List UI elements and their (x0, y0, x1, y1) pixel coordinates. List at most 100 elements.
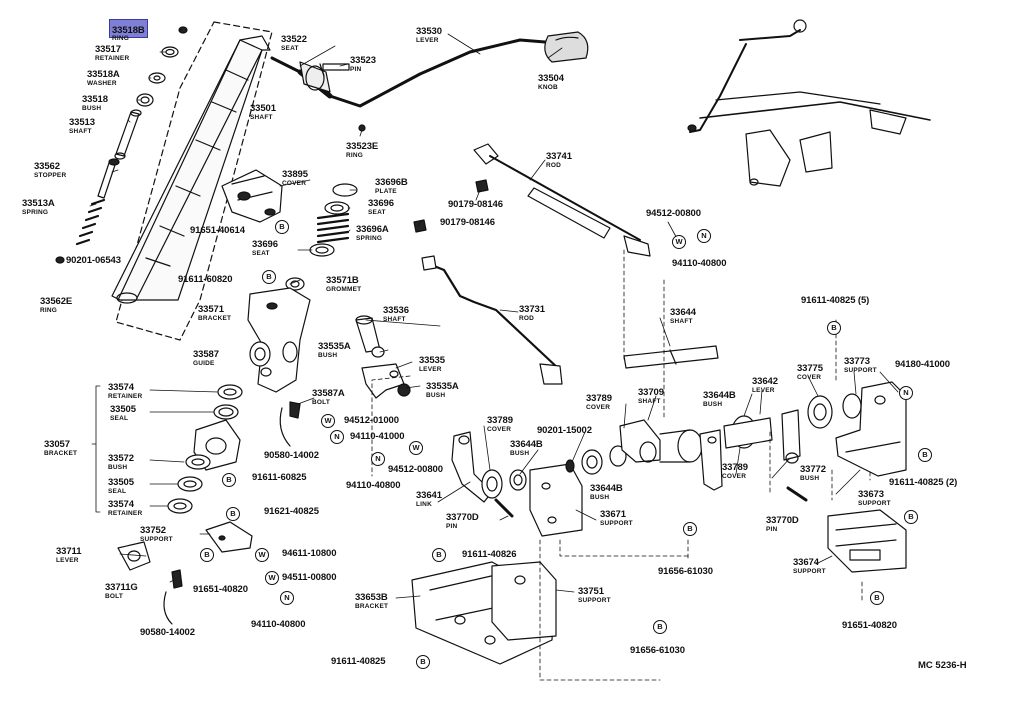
part-label-94180-41000[interactable]: 94180-41000 (895, 359, 950, 370)
cover-33789-b (659, 429, 703, 463)
part-label-94110-41000[interactable]: 94110-41000 (350, 431, 405, 442)
part-label-90201-15002[interactable]: 90201-15002 (537, 425, 592, 436)
part-label-94611-10800[interactable]: 94611-10800 (282, 548, 337, 559)
lever-33535 (361, 363, 405, 399)
part-label-94110-40800-a[interactable]: 94110-40800 (672, 258, 727, 269)
part-label-90179-08146-b[interactable]: 90179-08146 (440, 217, 495, 228)
part-label-90580-14002-a[interactable]: 90580-14002 (264, 450, 319, 461)
part-label-94512-00800-b[interactable]: 94512-00800 (388, 464, 443, 475)
part-label-91651-40820-a[interactable]: 91651-40820 (193, 584, 248, 595)
part-label-91611-60820[interactable]: 91611-60820 (178, 274, 233, 285)
plate-33696B (332, 183, 358, 197)
part-label-91656-61030-a[interactable]: 91656-61030 (658, 566, 713, 577)
part-label-94512-01000[interactable]: 94512-01000 (344, 415, 399, 426)
lever-33711 (117, 541, 151, 571)
part-label-91656-61030-b[interactable]: 91656-61030 (630, 645, 685, 656)
part-label-91611-40825[interactable]: 91611-40825 (331, 656, 386, 667)
part-label-94110-40800-c[interactable]: 94110-40800 (251, 619, 306, 630)
part-label-91651-40614[interactable]: 91651-40614 (190, 225, 245, 236)
column-shaft-33501 (111, 35, 271, 304)
part-label-94512-00800-a[interactable]: 94512-00800 (646, 208, 701, 219)
pin-90580-14002-b (163, 591, 173, 625)
shaft-33644 (623, 345, 719, 369)
part-label-94110-40800-b[interactable]: 94110-40800 (346, 480, 401, 491)
stopper-33562 (97, 158, 120, 199)
part-label-91611-40826[interactable]: 91611-40826 (462, 549, 517, 560)
part-label-91611-60825[interactable]: 91611-60825 (252, 472, 307, 483)
diagram-code: MC 5236-H (918, 660, 967, 671)
part-label-91611-40825-2[interactable]: 91611-40825 (2) (889, 477, 958, 488)
bolt-marker: B (918, 448, 932, 462)
part-label-90580-14002-b[interactable]: 90580-14002 (140, 627, 195, 638)
washer-marker: W (255, 548, 269, 562)
bolt-marker: B (683, 522, 697, 536)
part-label-91651-40820-b[interactable]: 91651-40820 (842, 620, 897, 631)
part-label-90179-08146-a[interactable]: 90179-08146 (448, 199, 503, 210)
part-label-91621-40825[interactable]: 91621-40825 (264, 506, 319, 517)
part-label-91611-40825-5[interactable]: 91611-40825 (5) (801, 295, 870, 306)
part-label-90201-06543[interactable]: 90201-06543 (66, 255, 121, 266)
part-label-94511-00800[interactable]: 94511-00800 (282, 572, 337, 583)
rod-33731 (421, 255, 563, 385)
